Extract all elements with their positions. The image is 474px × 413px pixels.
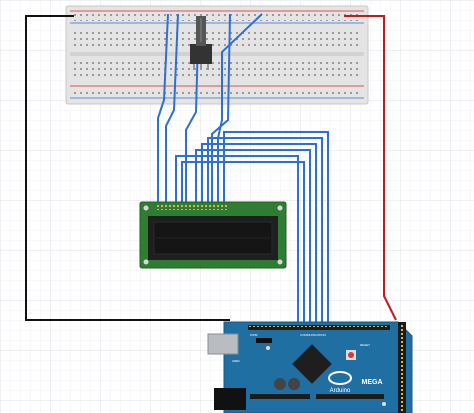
analog-header: [316, 394, 384, 399]
terminal-strip-top: [74, 28, 360, 50]
breadboard: [65, 5, 369, 105]
potentiometer-pin: [193, 64, 195, 70]
wire-lcd-d5: [201, 143, 317, 322]
reset-label: RESET: [360, 343, 370, 347]
reset-button: [348, 352, 354, 358]
arduino-logo-text: Arduino: [330, 388, 351, 394]
model-badge: MEGA: [362, 379, 383, 386]
ground-wire: [25, 15, 230, 321]
potentiometer-pin: [200, 64, 202, 70]
lcd-header-pins: [156, 204, 228, 210]
wire-lcd-vdd: [165, 13, 179, 206]
center-channel: [70, 52, 364, 56]
aref-label: AREF: [232, 359, 240, 363]
usb-connector: [207, 333, 239, 355]
lcd-module: [139, 201, 287, 269]
lcd-data-wires: [175, 131, 329, 322]
microcontroller-chip: [292, 344, 332, 384]
lcd-mount-hole: [143, 259, 149, 265]
lcd-mount-hole: [143, 205, 149, 211]
power-wire: [344, 15, 397, 321]
board-mount-hole: [382, 402, 386, 406]
wire-lcd-d4: [195, 149, 311, 322]
top-power-rail: [74, 13, 360, 21]
digital-header-side-pins: [399, 324, 405, 413]
communication-label: COMMUNICATION: [300, 333, 326, 337]
bottom-power-rail: [74, 88, 360, 96]
lcd-mount-hole: [277, 205, 283, 211]
capacitor: [288, 378, 300, 390]
power-jack: [214, 388, 246, 410]
potentiometer-body: [190, 44, 212, 64]
lcd-power-wires: [157, 13, 263, 206]
wire-lcd-d7: [223, 131, 329, 322]
wire-lcd-vss: [157, 13, 169, 206]
icsp-header: [256, 338, 272, 343]
wire-lcd-rs: [175, 155, 299, 322]
terminal-strip-bottom: [74, 58, 360, 80]
board-mount-hole: [266, 346, 270, 350]
lcd-mount-hole: [277, 259, 283, 265]
potentiometer: [190, 16, 212, 70]
arduino-mega-board: Arduino MEGA PWM COMMUNICATION AREF RESE…: [207, 321, 413, 413]
potentiometer-pin: [207, 64, 209, 70]
digital-header-top-pins: [249, 326, 389, 329]
wire-lcd-backlight-gnd: [217, 13, 263, 206]
wire-lcd-d6: [207, 137, 323, 322]
pwm-label: PWM: [250, 333, 258, 337]
wire-lcd-contrast: [185, 39, 199, 206]
power-header: [250, 394, 310, 399]
arduino-logo: [328, 371, 352, 385]
wire-lcd-en: [181, 161, 305, 322]
capacitor: [274, 378, 286, 390]
